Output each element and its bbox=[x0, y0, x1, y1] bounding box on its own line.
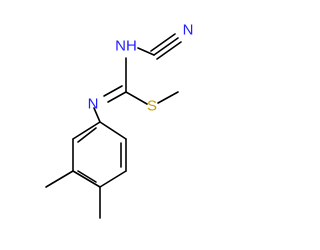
benzene-ring bbox=[72, 121, 127, 188]
bond-n-aryl bbox=[93, 107, 101, 123]
bond-central-c-n-double-1 bbox=[107, 91, 127, 103]
atom-n-imine: N bbox=[88, 96, 99, 113]
ring-bond-1 bbox=[99, 121, 127, 140]
atom-nh: NH bbox=[115, 38, 137, 55]
nitrile-group bbox=[137, 33, 182, 60]
atom-s: S bbox=[147, 98, 157, 115]
ring-bond-4 bbox=[72, 170, 101, 188]
bond-c-n-triple-1 bbox=[153, 37, 179, 56]
ring-bond-6 bbox=[72, 121, 101, 140]
bond-central-c-s bbox=[125, 91, 148, 105]
bond-nh-c-nitrile bbox=[137, 47, 155, 56]
bond-s-methyl bbox=[157, 91, 179, 104]
ring-inner-double-2 bbox=[77, 170, 97, 183]
chemical-structure: N NH N S bbox=[45, 22, 194, 219]
bond-ring-methyl-3 bbox=[45, 170, 74, 188]
ring-bond-3 bbox=[99, 170, 127, 188]
atom-n-nitrile: N bbox=[183, 22, 194, 39]
bond-central-c-n-double-2 bbox=[103, 85, 123, 97]
ring-inner-double-3 bbox=[77, 127, 97, 143]
bond-c-n-triple-2 bbox=[150, 33, 176, 52]
bond-c-n-triple-3 bbox=[156, 41, 182, 60]
